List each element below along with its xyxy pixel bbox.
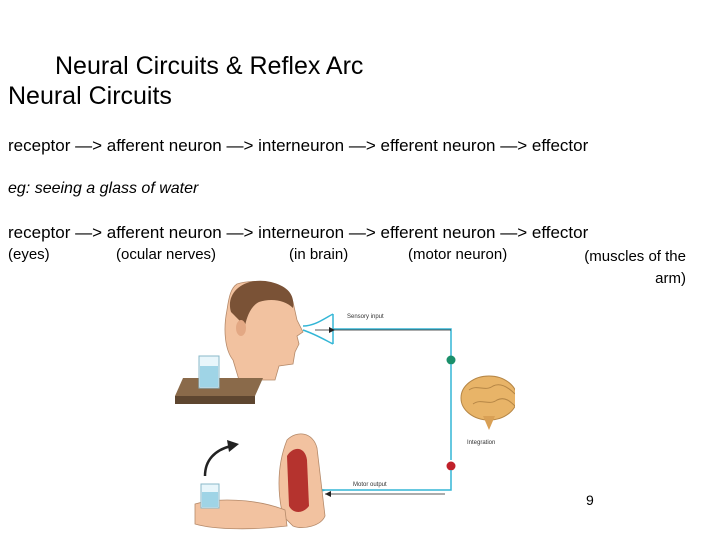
motor-nerve [325,470,452,491]
example-text: eg: seeing a glass of water [8,180,199,197]
curved-arrow-icon [203,444,232,477]
title-line-2: Neural Circuits [8,82,172,110]
pathway-text: receptor —> afferent neuron —> interneur… [8,136,589,155]
glass-on-table-icon [175,355,263,404]
arm-with-glass-icon [194,433,326,530]
annotation-receptor: (eyes) [8,246,50,263]
sensory-nerve [302,313,452,360]
title-line-1: Neural Circuits & Reflex Arc [55,52,364,80]
sensory-arrowhead [329,327,335,333]
motor-output-label: Motor output [353,482,387,488]
sensory-input-label: Sensory input [347,314,384,320]
integration-label: Integration [467,440,495,446]
motor-node [446,461,456,471]
annotation-afferent: (ocular nerves) [116,246,217,263]
curved-arrowhead [227,440,239,452]
annotation-effector: (muscles of the arm) [584,248,686,287]
motor-arrowhead [325,491,331,497]
reflex-arc-figure: Sensory input Integration Motor output [175,280,515,530]
brain-icon [460,375,515,430]
head-profile-icon [224,280,304,381]
annotation-interneuron: (in brain) [289,246,349,263]
example-pathway-text: receptor —> afferent neuron —> interneur… [8,223,589,242]
sensory-node [446,355,456,365]
annotation-efferent: (motor neuron) [408,246,508,263]
page-number: 9 [586,492,594,508]
